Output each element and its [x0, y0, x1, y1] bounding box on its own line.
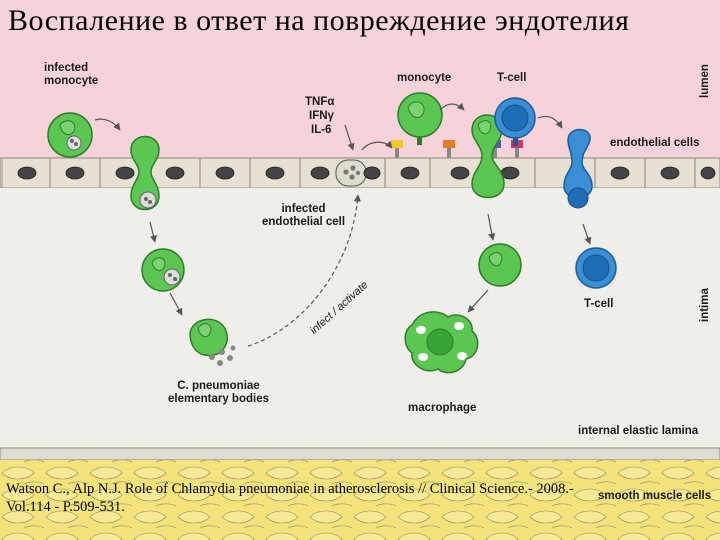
- endothelial-cells-label: endothelial cells: [610, 137, 700, 149]
- lumen-layer-label: lumen: [699, 64, 711, 98]
- infected-endothelial-cell: [335, 159, 381, 187]
- infect-activate-arrow: [247, 194, 362, 347]
- monocyte: [397, 92, 443, 145]
- citation: Watson C., Alp N.J. Role of Chlamydia pn…: [6, 481, 574, 515]
- infected-monocyte-label: infected monocyte: [44, 62, 99, 87]
- transmigrating-monocyte: [471, 114, 505, 199]
- intima-layer-label: intima: [699, 288, 711, 322]
- transmigrating-t-cell: [563, 128, 593, 209]
- internal-elastic-lamina: [0, 447, 720, 461]
- smooth-muscle-layer: [0, 460, 720, 540]
- cytokine-ifn-label: IFNγ: [309, 110, 334, 122]
- smooth-muscle-cells-label: smooth muscle cells: [598, 490, 712, 502]
- monocyte-label: monocyte: [397, 72, 452, 84]
- intima-layer: [0, 188, 720, 448]
- t-cell-intima: [575, 247, 617, 289]
- lumen-layer: [0, 0, 720, 158]
- t-cell: [494, 97, 536, 146]
- infected-monocyte: [47, 112, 93, 158]
- infected-endothelial-cell-label: infected endothelial cell: [262, 203, 346, 228]
- t-cell-top-label: T-cell: [497, 72, 527, 84]
- process-arrows: [94, 102, 592, 316]
- macrophage-label: macrophage: [408, 402, 477, 414]
- monocyte-intima: [478, 243, 522, 287]
- cytokine-il6-label: IL-6: [311, 124, 332, 136]
- elementary-bodies-label: C. pneumoniae elementary bodies: [168, 380, 269, 405]
- cytokine-tnf-label: TNFα: [305, 96, 335, 108]
- infected-monocyte-intima: [141, 248, 185, 292]
- macrophage: [404, 311, 479, 374]
- t-cell-bottom-label: T-cell: [584, 298, 614, 310]
- lysing-monocyte: [189, 318, 236, 366]
- internal-elastic-lamina-label: internal elastic lamina: [578, 425, 699, 437]
- slide-title: Воспаление в ответ на повреждение эндоте…: [8, 4, 630, 37]
- transmigrating-infected-monocyte: [130, 135, 160, 211]
- endothelial-cell-row: [1, 158, 716, 188]
